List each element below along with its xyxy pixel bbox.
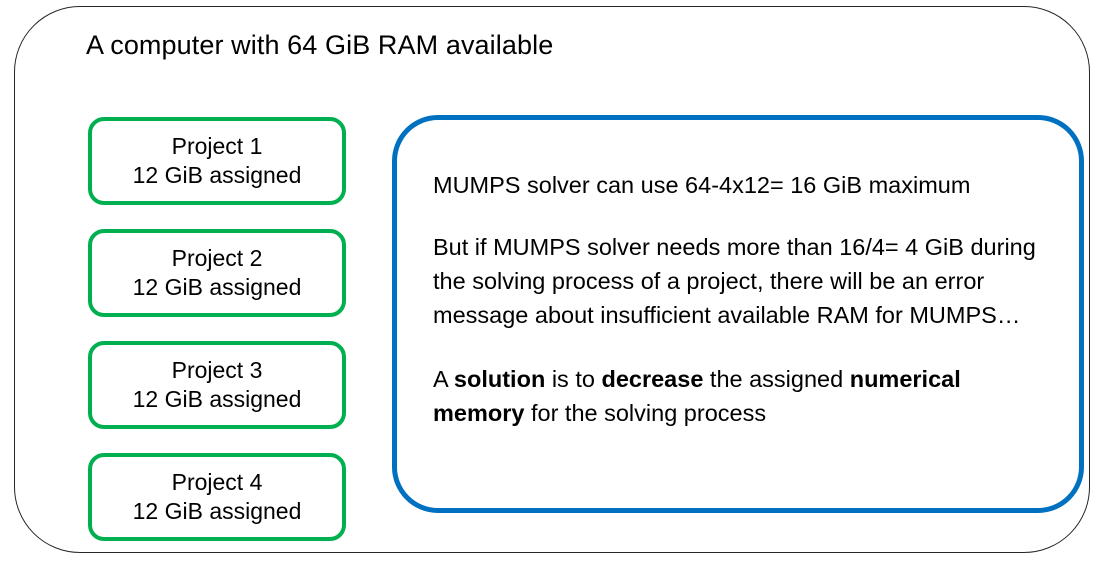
project-memory: 12 GiB assigned (132, 386, 302, 412)
solution-bold-numerical-memory: numerical memory (433, 366, 961, 426)
page-title: A computer with 64 GiB RAM available (86, 30, 554, 60)
project-name: Project 1 (171, 133, 263, 159)
project-box-4[interactable]: Project 4 12 GiB assigned (88, 453, 346, 541)
project-name: Project 4 (171, 469, 263, 495)
mumps-note-text: MUMPS solver can use 64-4x12= 16 GiB max… (433, 168, 1053, 430)
projects-list: Project 1 12 GiB assigned Project 2 12 G… (88, 117, 346, 541)
solution-text-part-3: the assigned (703, 366, 850, 392)
project-box-1[interactable]: Project 1 12 GiB assigned (88, 117, 346, 205)
project-memory: 12 GiB assigned (132, 274, 302, 300)
project-memory: 12 GiB assigned (132, 162, 302, 188)
project-box-2[interactable]: Project 2 12 GiB assigned (88, 229, 346, 317)
solution-text-part-4: for the solving process (524, 400, 767, 426)
project-name: Project 3 (171, 357, 263, 383)
solution-text-part-2: is to (545, 366, 602, 392)
solution-text-part-1: A (433, 366, 454, 392)
mumps-solution-statement: A solution is to decrease the assigned n… (433, 362, 1053, 430)
solution-bold-solution: solution (453, 366, 546, 392)
mumps-capacity-statement: MUMPS solver can use 64-4x12= 16 GiB max… (433, 172, 971, 198)
computer-container: A computer with 64 GiB RAM available Pro… (14, 6, 1090, 553)
solution-bold-decrease: decrease (601, 366, 704, 392)
mumps-warning-statement: But if MUMPS solver needs more than 16/4… (433, 234, 1036, 328)
project-memory: 12 GiB assigned (132, 498, 302, 524)
mumps-note-box: MUMPS solver can use 64-4x12= 16 GiB max… (392, 115, 1084, 513)
project-box-3[interactable]: Project 3 12 GiB assigned (88, 341, 346, 429)
project-name: Project 2 (171, 245, 263, 271)
